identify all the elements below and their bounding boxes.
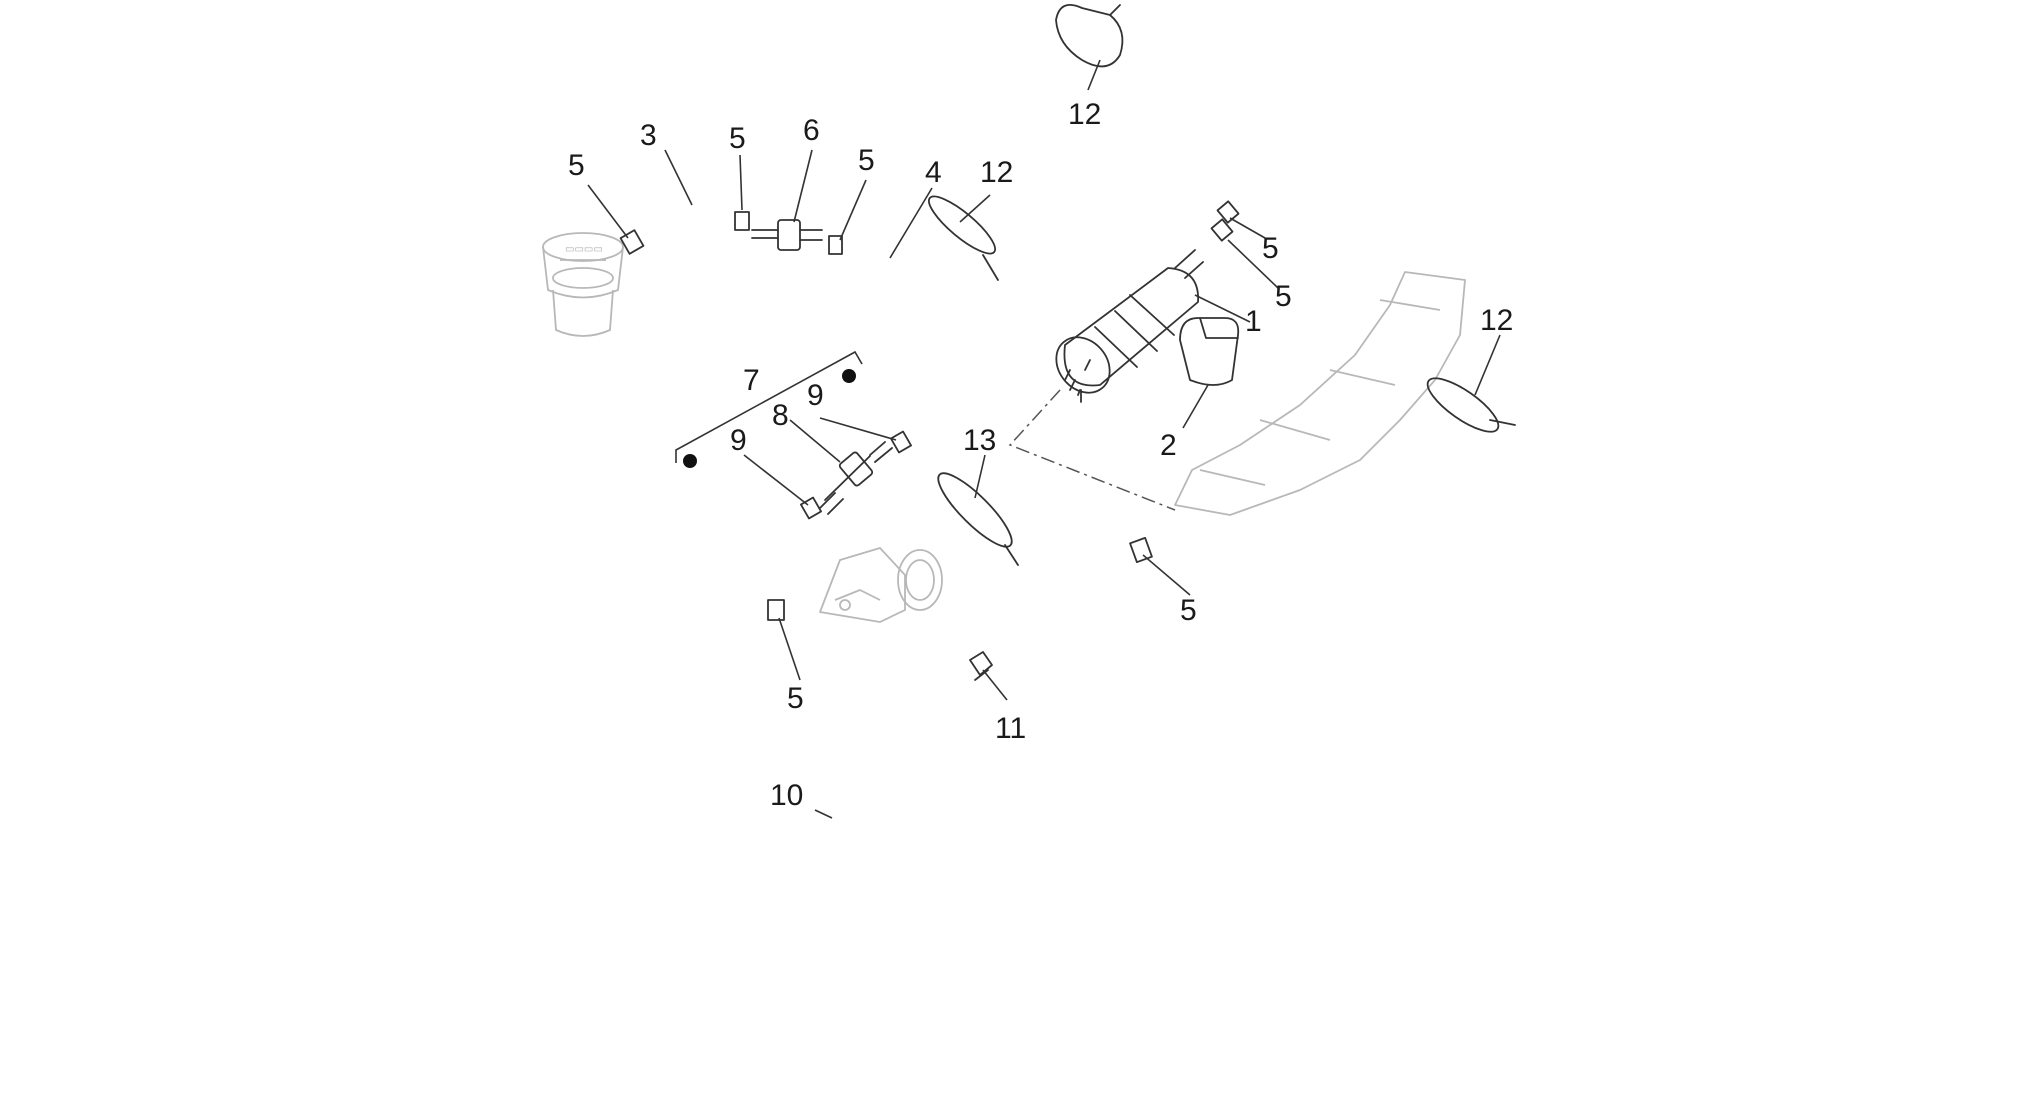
label-6: 6: [803, 114, 820, 147]
label-10: 10: [770, 779, 803, 812]
cable-tie-left: [928, 195, 999, 281]
label-3: 3: [640, 119, 657, 152]
cable-tie-right: [1426, 377, 1516, 433]
cable-tie-top: [1055, 4, 1124, 68]
hose-clamp-11: [969, 651, 993, 681]
part-labels: 5 3 5 6 5 4 12 12 5 5 1 12 7 9 8 2 9 13 …: [568, 98, 1513, 812]
leader-lines: [587, 59, 1501, 819]
cap-logo: ▭▭▭▭: [565, 244, 603, 255]
label-5-tank: 5: [568, 149, 585, 182]
cable-tie-13: [937, 472, 1019, 566]
label-5-canister-upper: 5: [1262, 232, 1279, 265]
purge-kit-bracket: [675, 350, 863, 463]
label-11: 11: [995, 712, 1026, 745]
label-5-drain: 5: [1180, 594, 1197, 627]
reference-dot-lower: [683, 454, 697, 468]
canister-bracket: [1179, 317, 1240, 386]
assembly-path-line: [1008, 389, 1176, 511]
label-12-left: 12: [980, 156, 1013, 189]
valve-assembly: [734, 211, 843, 255]
small-clips: [619, 200, 1240, 621]
drain-hose: [824, 564, 1126, 1104]
label-9-lower: 9: [730, 424, 747, 457]
reference-dot-upper: [842, 369, 856, 383]
label-12-right: 12: [1480, 304, 1513, 337]
canister-inlet-hose: [846, 85, 1267, 353]
fuel-tank-filler-cap: ▭▭▭▭: [542, 232, 624, 337]
frame-section-outline: [1174, 271, 1466, 516]
label-13: 13: [963, 424, 996, 457]
tank-vent-hose: [642, 196, 728, 236]
label-4: 4: [925, 156, 942, 189]
label-2: 2: [1160, 429, 1177, 462]
label-5-left: 5: [729, 122, 746, 155]
label-7: 7: [743, 364, 760, 397]
label-5-throttle: 5: [787, 682, 804, 715]
purge-valve: [819, 441, 893, 515]
label-1: 1: [1245, 305, 1262, 338]
canister-outlet-hose: [901, 91, 1209, 429]
throttle-body: [819, 547, 943, 623]
purge-hose-lower: [656, 526, 794, 666]
label-5-right: 5: [858, 144, 875, 177]
label-5-canister-lower: 5: [1275, 280, 1292, 313]
label-9-upper: 9: [807, 379, 824, 412]
label-12-top: 12: [1068, 98, 1101, 131]
label-8: 8: [772, 399, 789, 432]
charcoal-canister: [1055, 249, 1204, 403]
